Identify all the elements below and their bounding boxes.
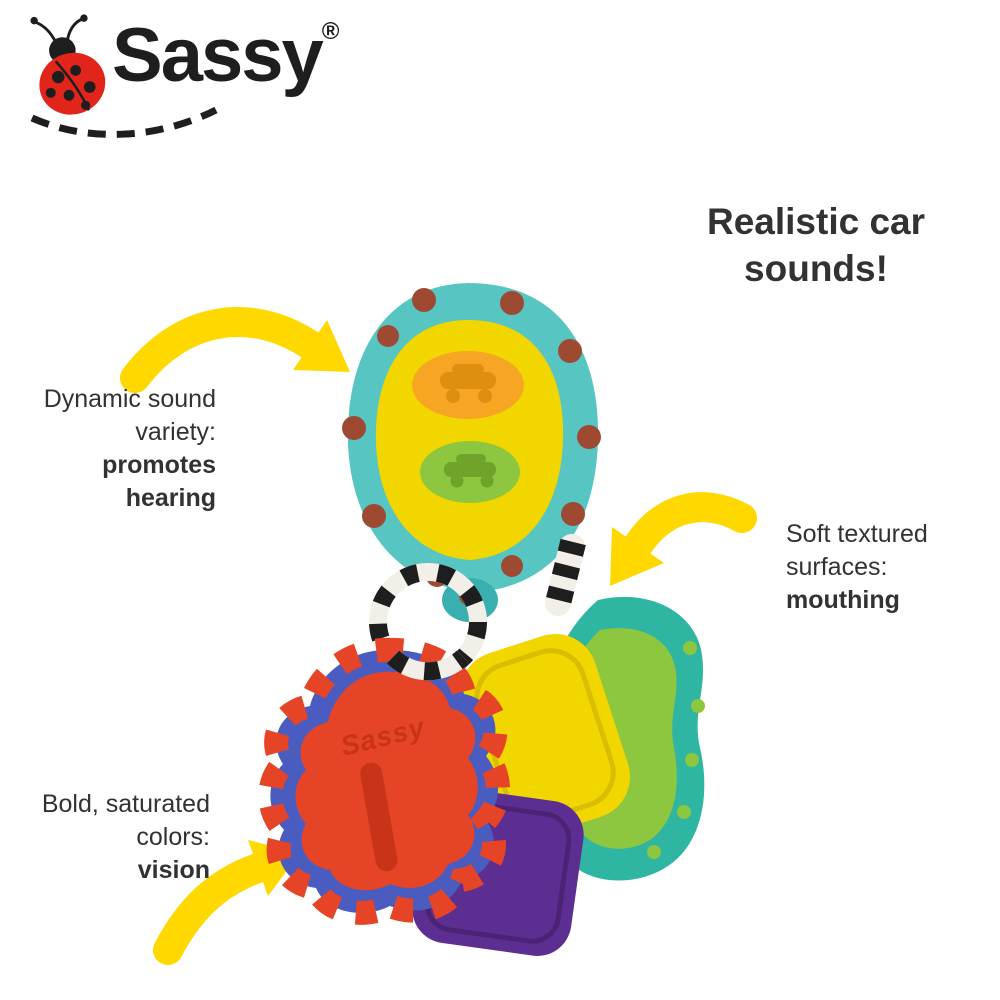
fob-button-orange (412, 351, 524, 419)
headline-line-2: sounds! (744, 248, 888, 290)
callout-vision-bold-1: vision (137, 856, 210, 884)
headline: Realistic car sounds! (660, 198, 972, 293)
callout-vision-line-2: colors: (136, 823, 210, 851)
callout-texture-bold-1: mouthing (786, 586, 900, 614)
arrow-soft-texture-icon (610, 492, 757, 586)
brand-name: Sassy (112, 13, 324, 98)
fob-button-green (420, 441, 520, 503)
callout-soft-texture: Soft textured surfaces: mouthing (786, 518, 992, 617)
ladybug-spots (45, 65, 96, 110)
brand-logo-text: Sassy® (112, 18, 339, 94)
callout-sound-bold-1: promotes (102, 451, 216, 479)
callout-texture-line-1: Soft textured (786, 520, 928, 548)
callout-sound-line-2: variety: (135, 418, 216, 446)
fob-dots (342, 288, 601, 605)
callout-vision-line-1: Bold, saturated (41, 790, 210, 818)
dotted-trail-icon (30, 106, 218, 138)
arrow-dynamic-sound-icon (120, 307, 350, 393)
callout-sound-bold-2: hearing (125, 484, 216, 512)
callout-texture-line-2: surfaces: (786, 553, 888, 581)
red-key-ridge (360, 762, 398, 872)
callout-dynamic-sound: Dynamic sound variety: promotes hearing (10, 383, 216, 515)
callout-sound-line-1: Dynamic sound (43, 385, 216, 413)
ladybug-icon (30, 14, 106, 115)
headline-line-1: Realistic car (706, 201, 926, 242)
callout-bold-colors: Bold, saturated colors: vision (10, 788, 210, 887)
red-key: Sassy (258, 637, 510, 925)
toy-key-fob (342, 283, 601, 622)
strap-icon (544, 533, 586, 617)
red-key-rim-stripes (258, 637, 510, 925)
registered-mark: ® (321, 18, 340, 45)
key-ring-front-icon (386, 650, 470, 681)
